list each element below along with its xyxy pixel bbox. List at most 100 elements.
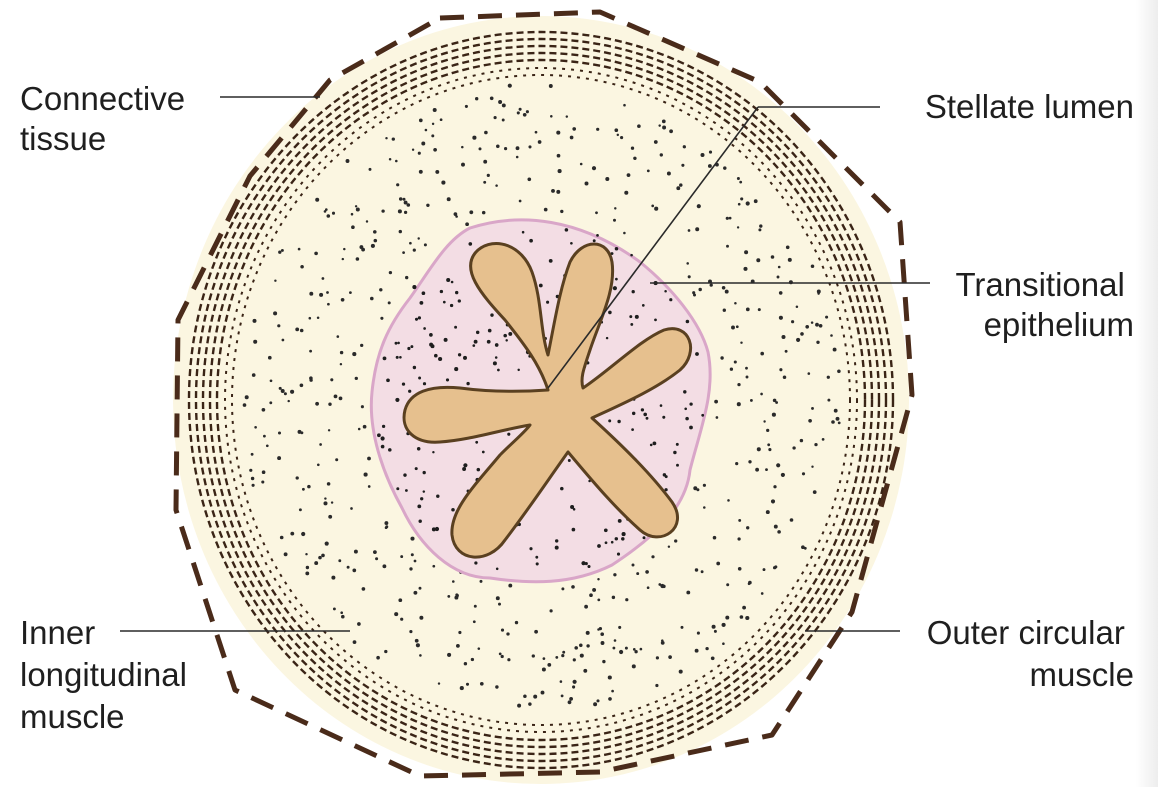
stipple-dot (750, 399, 753, 402)
stipple-dot (487, 174, 490, 177)
stipple-dot (282, 339, 285, 342)
stipple-dot (386, 378, 390, 382)
stipple-dot (507, 433, 510, 436)
stipple-dot (384, 650, 387, 653)
stipple-dot (468, 242, 472, 246)
stipple-dot (460, 686, 464, 690)
stipple-dot (612, 647, 615, 650)
stipple-dot (560, 210, 563, 213)
stipple-dot (254, 426, 257, 429)
stipple-dot (446, 278, 450, 282)
stipple-dot (270, 379, 273, 382)
stipple-dot (625, 647, 628, 650)
stipple-dot (792, 446, 795, 449)
stipple-dot (523, 694, 527, 698)
stipple-dot (517, 704, 521, 708)
stipple-dot (252, 373, 256, 377)
stipple-dot (681, 164, 684, 167)
stipple-dot (720, 356, 723, 359)
stipple-dot (298, 430, 302, 434)
stipple-dot (277, 456, 281, 460)
stipple-dot (597, 578, 599, 580)
stipple-dot (685, 417, 689, 421)
stipple-dot (302, 488, 305, 491)
stipple-dot (423, 490, 425, 492)
stipple-dot (394, 612, 398, 616)
stipple-dot (504, 147, 507, 150)
stipple-dot (335, 458, 338, 461)
stipple-dot (381, 445, 385, 449)
stipple-dot (515, 621, 518, 624)
stipple-dot (779, 368, 782, 371)
page-edge-shadow (1136, 0, 1158, 787)
stipple-dot (580, 654, 584, 658)
stipple-dot (342, 258, 344, 260)
stipple-dot (614, 207, 616, 209)
stipple-dot (388, 448, 392, 452)
stipple-dot (434, 354, 438, 358)
stipple-dot (738, 519, 741, 522)
stipple-dot (606, 337, 608, 339)
stipple-dot (737, 537, 740, 540)
stipple-dot (623, 104, 626, 107)
stipple-dot (325, 542, 329, 546)
stipple-dot (440, 290, 443, 293)
stipple-dot (340, 611, 343, 614)
stipple-dot (436, 494, 439, 497)
stipple-dot (388, 301, 391, 304)
stipple-dot (528, 145, 531, 148)
stipple-dot (266, 444, 269, 447)
stipple-dot (695, 568, 698, 571)
stipple-dot (738, 567, 742, 571)
stipple-dot (251, 477, 254, 480)
stipple-dot (398, 209, 402, 213)
stipple-dot (547, 663, 551, 667)
stipple-dot (815, 323, 819, 327)
stipple-dot (300, 329, 304, 333)
stipple-dot (323, 501, 327, 505)
stipple-dot (785, 350, 788, 353)
stipple-dot (309, 292, 313, 296)
stipple-dot (526, 110, 529, 113)
stipple-dot (625, 598, 628, 601)
stipple-dot (713, 536, 717, 540)
stipple-dot (608, 419, 611, 422)
stipple-dot (332, 212, 335, 215)
stipple-dot (278, 251, 281, 254)
stipple-dot (546, 301, 549, 304)
stipple-dot (482, 211, 486, 215)
stipple-dot (808, 419, 812, 423)
stipple-dot (429, 333, 433, 337)
stipple-dot (396, 183, 399, 186)
stipple-dot (550, 609, 553, 612)
stipple-dot (535, 556, 538, 559)
stipple-dot (475, 441, 478, 444)
stipple-dot (315, 198, 319, 202)
stipple-dot (634, 650, 637, 653)
stipple-dot (517, 111, 520, 114)
stipple-dot (664, 290, 667, 293)
stipple-dot (778, 266, 781, 269)
stipple-dot (549, 84, 553, 88)
stipple-dot (409, 567, 412, 570)
stipple-dot (633, 157, 636, 160)
stipple-dot (723, 166, 726, 169)
stipple-dot (325, 208, 328, 211)
stipple-dot (779, 316, 783, 320)
stipple-dot (274, 279, 276, 281)
stipple-dot (322, 277, 325, 280)
stipple-dot (674, 539, 677, 542)
stipple-dot (395, 342, 398, 345)
stipple-dot (438, 357, 442, 361)
stipple-dot (601, 641, 605, 645)
stipple-dot (676, 443, 679, 446)
stipple-dot (409, 242, 412, 245)
stipple-dot (314, 561, 318, 565)
stipple-dot (281, 389, 285, 393)
stipple-dot (701, 570, 704, 573)
stipple-dot (766, 429, 769, 432)
stipple-dot (766, 510, 770, 514)
stipple-dot (454, 367, 458, 371)
stipple-dot (409, 630, 412, 633)
stipple-dot (488, 329, 492, 333)
